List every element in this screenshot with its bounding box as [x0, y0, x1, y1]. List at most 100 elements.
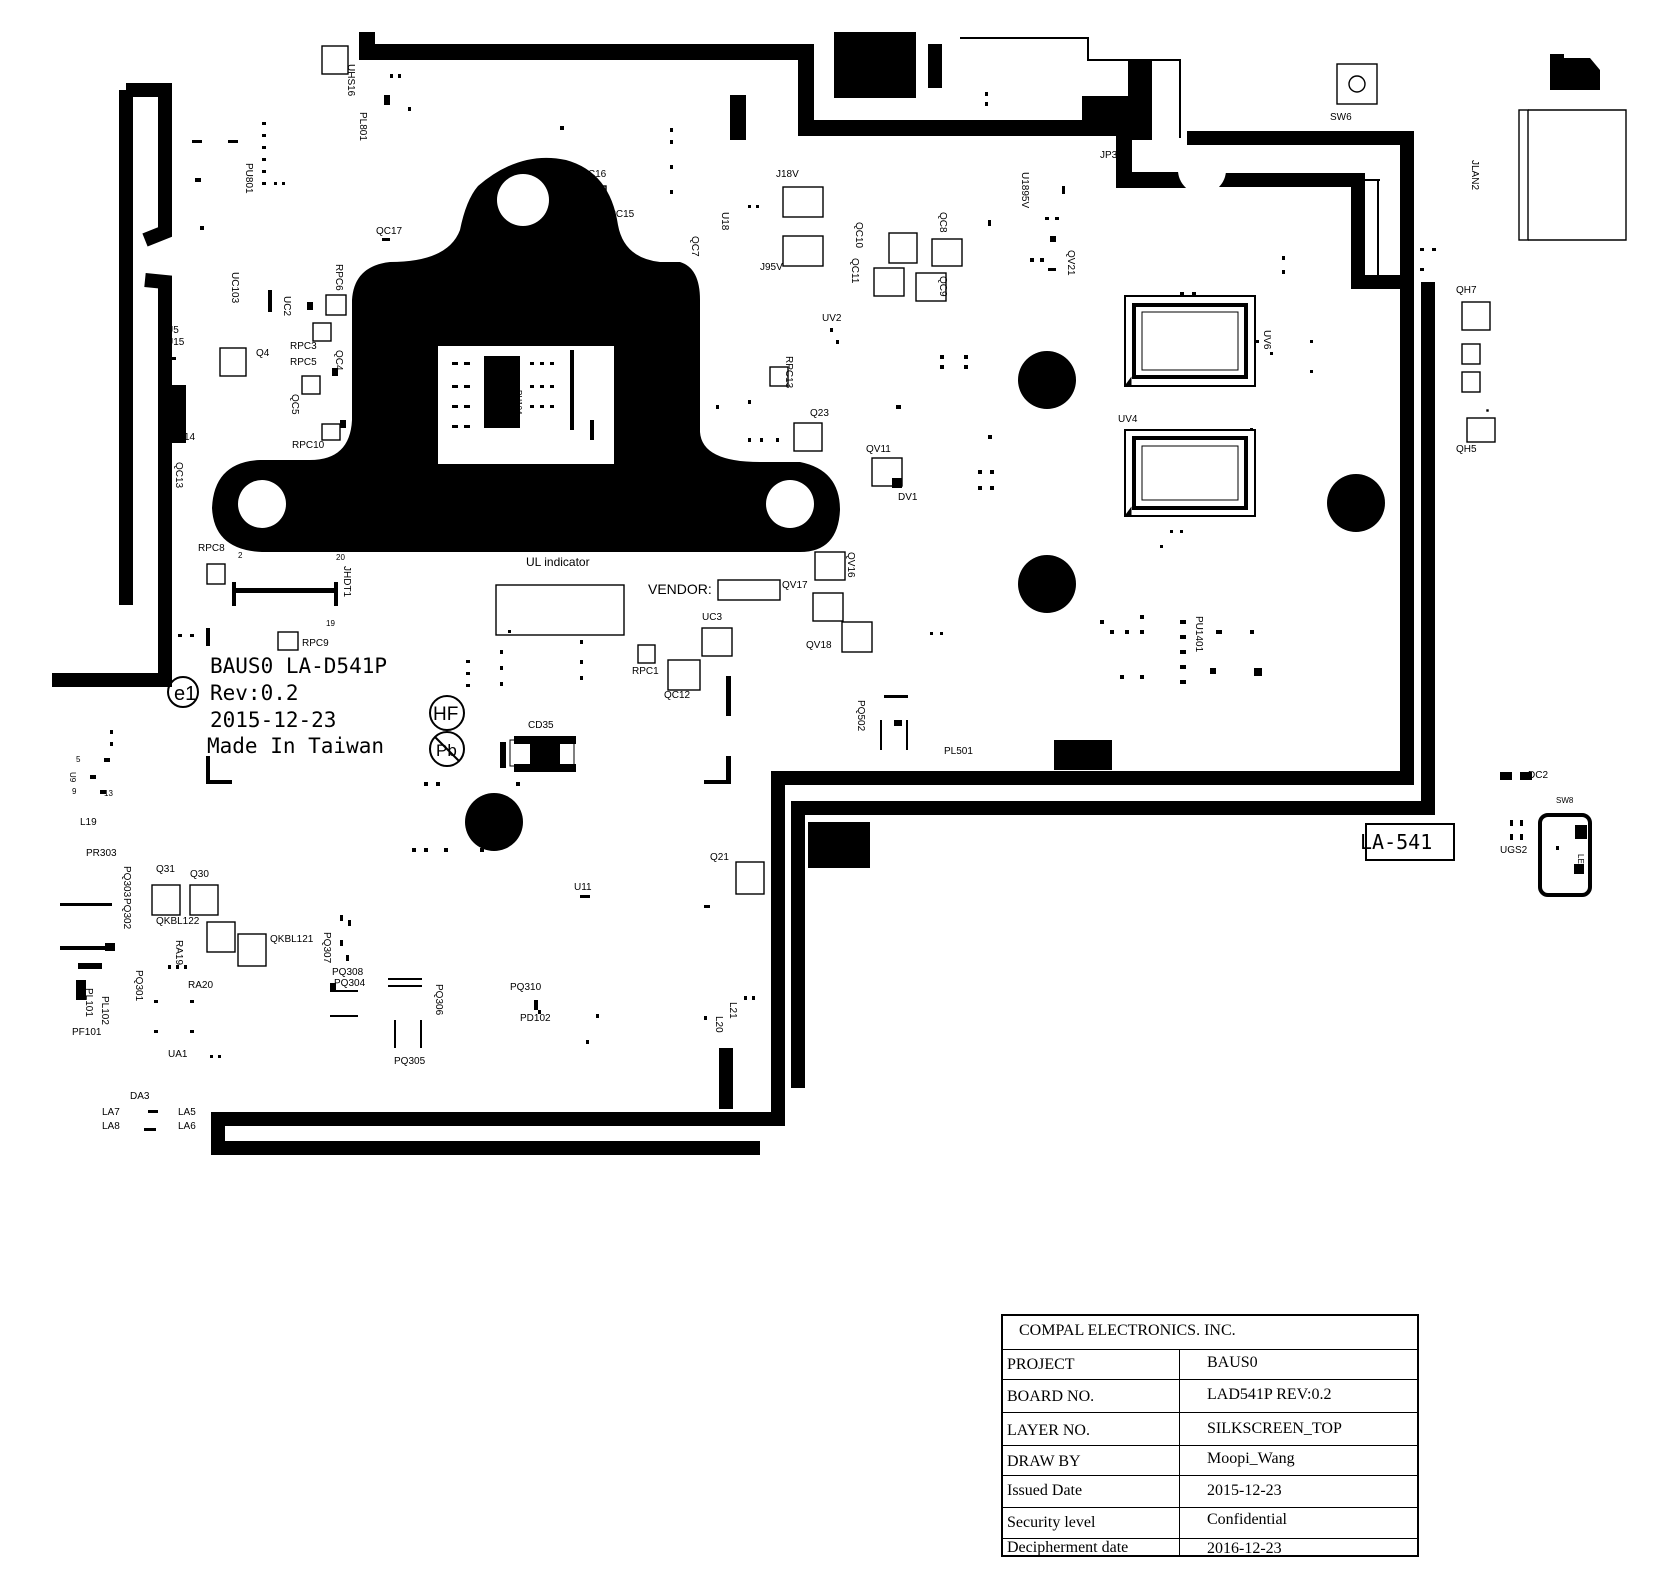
ref-qc12: QC12	[664, 690, 691, 701]
ref-pin9: 9	[72, 787, 77, 796]
board-marking-line3: 2015-12-23	[210, 708, 336, 732]
ref-qv17: QV17	[782, 580, 808, 591]
ref-qc11: QC11	[849, 258, 860, 284]
ref-ugs2: UGS2	[1500, 845, 1528, 856]
ref-q30: Q30	[190, 869, 209, 880]
uv4-package	[1124, 429, 1256, 517]
ref-qv18: QV18	[806, 640, 832, 651]
ref-rpc5: RPC5	[290, 357, 317, 368]
ref-pu104: PU104	[514, 390, 523, 415]
silkscreen-marks	[60, 95, 1587, 1048]
ref-q31: Q31	[156, 864, 175, 875]
board-tag: LA-541	[1360, 830, 1432, 854]
title-block-value: 2015-12-23	[1207, 1482, 1282, 1499]
hf-mark: HF	[433, 704, 458, 725]
ref-u5: U5	[166, 325, 179, 336]
ref-pin2: 2	[238, 551, 243, 560]
ref-qc10: QC10	[853, 222, 864, 249]
title-block-row: Decipherment date 2016-12-23	[1003, 1538, 1417, 1560]
title-block-row: PROJECT BAUS0	[1003, 1349, 1417, 1380]
ref-u1895v: U1895V	[1019, 172, 1030, 208]
ref-j18v: J18V	[776, 169, 799, 180]
ref-qh7: QH7	[1456, 285, 1477, 296]
title-block-value: Confidential	[1207, 1511, 1287, 1528]
ref-pr303: PR303	[86, 848, 117, 859]
ref-jp3: JP3	[1100, 150, 1118, 161]
ref-sw8: SW8	[1556, 796, 1574, 805]
ref-rpc13: RPC13	[783, 356, 794, 389]
ref-pl501: PL501	[944, 746, 973, 757]
ref-qh5: QH5	[1456, 444, 1477, 455]
ref-pq302: PQ302	[121, 898, 132, 930]
ref-uv2: UV2	[822, 313, 842, 324]
ref-u9: U9	[68, 772, 77, 783]
ref-l20: L20	[713, 1016, 724, 1033]
ref-qc7: QC7	[689, 236, 700, 257]
ref-qc4: QC4	[333, 350, 344, 371]
ref-dv1: DV1	[898, 492, 918, 503]
ref-l19: L19	[80, 817, 97, 828]
ref-pq502: PQ502	[855, 700, 866, 732]
ref-rpc16: RPC16	[574, 169, 607, 180]
title-block-row: DRAW BY Moopi_Wang	[1003, 1445, 1417, 1476]
board-marking-line4: Made In Taiwan	[207, 734, 384, 758]
board-marking-line1: BAUS0 LA-D541P	[210, 654, 387, 678]
ref-pq304: PQ304	[334, 978, 366, 989]
ref-pq303: PQ303	[121, 866, 132, 898]
ref-uhs16: UHS16	[345, 64, 356, 97]
board-marking-line2: Rev:0.2	[210, 681, 299, 705]
title-block-row: Security level Confidential	[1003, 1507, 1417, 1539]
title-block-value: 2016-12-23	[1207, 1540, 1282, 1557]
reference-designators: UHS16 PL801 PU801 RPC16 RPC15 QC17 QC7 U…	[68, 64, 1585, 1132]
ref-qc9: QC9	[937, 276, 948, 297]
jhdt1-connector	[232, 582, 338, 606]
ref-rpc9: RPC9	[302, 638, 329, 649]
title-block-label: Issued Date	[1007, 1482, 1083, 1499]
ref-pu1401: PU1401	[1193, 616, 1204, 653]
ref-uc3: UC3	[702, 612, 722, 623]
title-block: COMPAL ELECTRONICS. INC. PROJECT BAUS0 B…	[1001, 1314, 1419, 1557]
mounting-holes	[465, 351, 1385, 851]
ref-qkbl122: QKBL122	[156, 916, 200, 927]
title-block-row: LAYER NO. SILKSCREEN_TOP	[1003, 1412, 1417, 1446]
title-block-label: PROJECT	[1007, 1356, 1075, 1373]
ref-u11: U11	[574, 882, 592, 893]
ref-dc2: DC2	[1528, 770, 1548, 781]
ref-qc5: QC5	[289, 394, 300, 415]
ul-indicator-label: UL indicator	[526, 555, 590, 569]
ref-j95v: J95V	[760, 262, 783, 273]
ref-la6: LA6	[178, 1121, 196, 1132]
ref-pd102: PD102	[520, 1013, 551, 1024]
ref-ua1: UA1	[168, 1049, 188, 1060]
ref-l21: L21	[727, 1002, 738, 1019]
ref-uv4: UV4	[1118, 414, 1138, 425]
ref-led3: LED3	[1576, 854, 1585, 875]
ref-qv11: QV11	[866, 444, 891, 455]
ref-rpc8: RPC8	[198, 543, 225, 554]
ref-pq301: PQ301	[133, 970, 144, 1002]
component-footprints	[151, 45, 1627, 967]
ref-u14: 14	[184, 432, 196, 443]
board-marking: BAUS0 LA-D541P Rev:0.2 2015-12-23 Made I…	[167, 654, 465, 767]
title-block-label: Decipherment date	[1007, 1539, 1129, 1556]
ref-sw6: SW6	[1330, 112, 1352, 123]
ref-pq310: PQ310	[510, 982, 542, 993]
e1-mark: e1	[174, 683, 196, 705]
title-block-company: COMPAL ELECTRONICS. INC.	[1019, 1322, 1236, 1339]
vendor-label: VENDOR:	[648, 581, 712, 597]
ref-jhdt1: JHDT1	[341, 566, 352, 598]
ref-pq305: PQ305	[394, 1056, 426, 1067]
ref-rpc6: RPC6	[333, 264, 344, 291]
ref-rpc10: RPC10	[292, 440, 325, 451]
ref-ra20: RA20	[188, 980, 213, 991]
ref-qkbl121: QKBL121	[270, 934, 314, 945]
ref-q21: Q21	[710, 852, 729, 863]
ref-pu801: PU801	[243, 163, 254, 194]
ref-pl101: PL101	[83, 988, 94, 1017]
title-block-value: BAUS0	[1207, 1354, 1258, 1371]
title-block-label: Security level	[1007, 1514, 1096, 1531]
cpu-bracket	[212, 157, 840, 552]
ref-rpc1: RPC1	[632, 666, 659, 677]
ref-la8: LA8	[102, 1121, 120, 1132]
ref-uv6: UV6	[1261, 330, 1272, 350]
